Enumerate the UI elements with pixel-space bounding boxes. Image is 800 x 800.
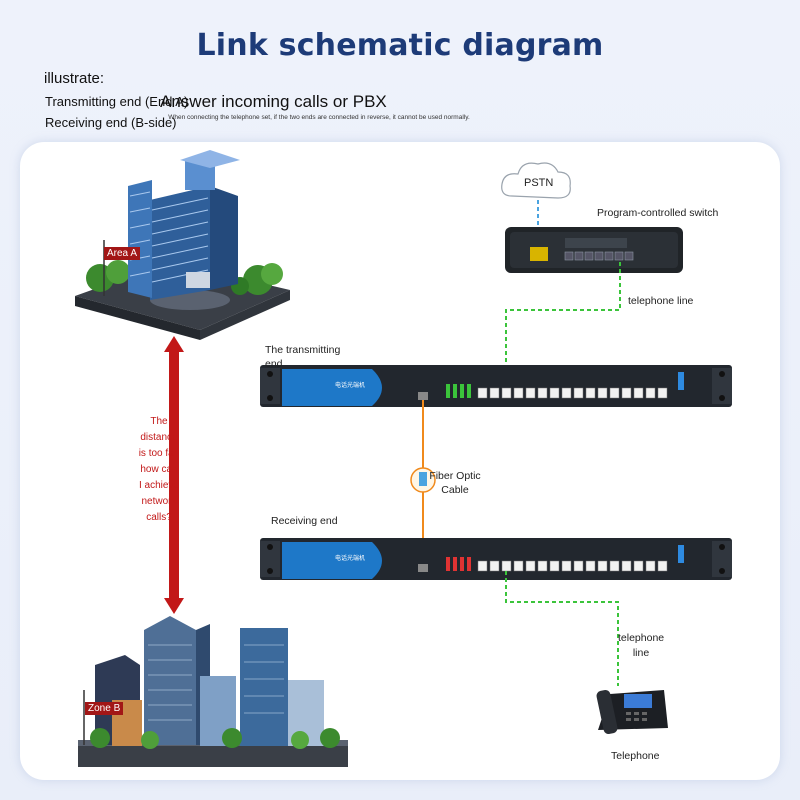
receiving-end-label: Receiving end	[271, 515, 338, 527]
zone-b-label: Zone B	[85, 702, 124, 715]
pstn-cloud-icon	[501, 162, 571, 199]
illustrate-receiving: Receiving end (B-side)	[45, 115, 177, 130]
pstn-label: PSTN	[524, 177, 554, 189]
fiber-connector-icon	[410, 467, 436, 493]
area-a-building-illustration	[75, 150, 290, 340]
area-a-label: Area A	[104, 247, 141, 260]
page-title: Link schematic diagram	[196, 28, 604, 63]
zone-b-city-illustration	[78, 616, 348, 767]
transmitting-end-label: The transmitting end	[265, 344, 341, 370]
telephone-label: Telephone	[611, 750, 660, 762]
telephone-line-top-dashed	[505, 262, 621, 392]
illustrate-transmitting: Transmitting end (End A)	[45, 94, 189, 109]
fiber-optic-label: Fiber Optic Cable	[429, 470, 481, 496]
answer-calls-text: Answer incoming calls or PBX	[160, 92, 387, 111]
transmitting-end-device	[260, 365, 732, 407]
telephone-line-bottom-dashed	[505, 571, 619, 686]
receiving-end-device	[260, 538, 732, 580]
distance-arrow	[164, 336, 184, 614]
distance-question-text: The distance is too far, how can I achie…	[138, 416, 180, 523]
switch-device-icon	[505, 227, 683, 273]
telephone-icon	[596, 689, 668, 735]
receiving-device-brand: 电话光端机	[335, 556, 366, 562]
telephone-line-bottom-label: telephone line	[618, 632, 665, 659]
transmitting-device-brand: 电话光端机	[335, 383, 366, 389]
illustrate-heading: illustrate:	[44, 70, 105, 87]
telephone-line-top-label: telephone line	[628, 295, 694, 307]
reverse-connection-note: When connecting the telephone set, if th…	[168, 114, 470, 121]
switch-label: Program-controlled switch	[597, 207, 719, 219]
